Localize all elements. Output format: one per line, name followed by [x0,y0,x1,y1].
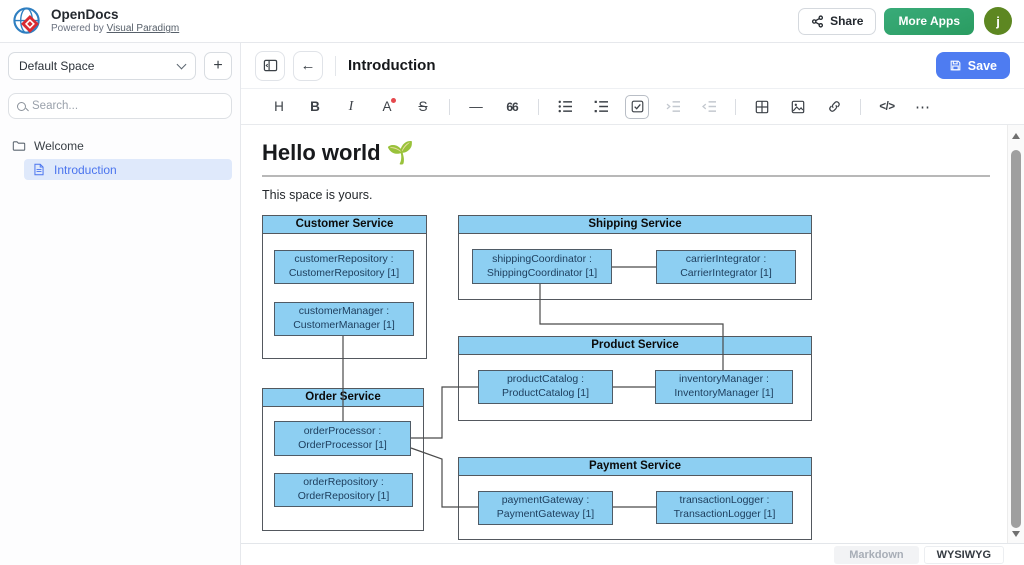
more-apps-button[interactable]: More Apps [884,8,974,35]
brand: OpenDocs Powered by Visual Paradigm [51,7,179,34]
component-customer-repository: customerRepository : CustomerRepository … [274,250,414,284]
tree-item-label: Welcome [34,139,84,153]
horizontal-rule-button[interactable]: — [464,95,488,119]
component-carrier-integrator: carrierIntegrator : CarrierIntegrator [1… [656,250,796,284]
scroll-down-icon[interactable] [1012,531,1020,537]
wysiwyg-mode-button[interactable]: WYSIWYG [924,546,1004,564]
space-selector-value: Default Space [19,59,178,73]
visual-paradigm-link[interactable]: Visual Paradigm [107,23,180,34]
back-button[interactable]: ← [293,51,323,81]
page-title: Introduction [348,57,435,74]
document-heading: Hello world 🌱 [262,140,1024,166]
document-header: ← Introduction Save [241,43,1024,89]
save-button[interactable]: Save [936,52,1010,79]
italic-button[interactable]: I [339,95,363,119]
scrollbar-thumb[interactable] [1011,150,1021,528]
scroll-up-icon[interactable] [1012,133,1020,139]
toolbar-divider [538,99,539,115]
panel-left-icon [263,58,278,73]
search-input[interactable] [32,100,223,112]
numbered-list-icon [594,100,609,113]
top-bar: OpenDocs Powered by Visual Paradigm Shar… [0,0,1024,43]
indent-icon [666,100,681,113]
space-selector[interactable]: Default Space [8,52,196,80]
page-tree: Welcome Introduction [8,135,232,180]
task-list-button[interactable] [625,95,649,119]
image-icon [791,100,805,114]
toolbar-divider [735,99,736,115]
component-customer-manager: customerManager : CustomerManager [1] [274,302,414,336]
text-color-button[interactable]: A [375,95,399,119]
tree-item-label: Introduction [54,163,117,177]
outdent-icon [702,100,717,113]
color-dot-icon [391,98,396,103]
document-paragraph: This space is yours. [262,188,1024,202]
app-title: OpenDocs [51,7,179,23]
toolbar-divider [860,99,861,115]
component-inventory-manager: inventoryManager : InventoryManager [1] [655,370,793,404]
table-icon [755,100,769,114]
search-icon [17,102,26,111]
bold-button[interactable]: B [303,95,327,119]
component-payment-gateway: paymentGateway : PaymentGateway [1] [478,491,613,525]
component-transaction-logger: transactionLogger : TransactionLogger [1… [656,491,793,524]
component-product-catalog: productCatalog : ProductCatalog [1] [478,370,613,404]
tree-item-welcome[interactable]: Welcome [8,135,232,157]
heading-button[interactable]: H [267,95,291,119]
search-box[interactable] [8,93,232,119]
back-arrow-icon: ← [301,57,316,74]
editor-mode-bar: Markdown WYSIWYG [241,543,1024,565]
document-icon [32,163,46,176]
user-avatar[interactable]: j [984,7,1012,35]
share-icon [811,15,824,28]
divider [335,56,336,76]
numbered-list-button[interactable] [589,95,613,119]
outdent-button[interactable] [697,95,721,119]
component-order-repository: orderRepository : OrderRepository [1] [274,473,413,507]
save-icon [949,59,962,72]
component-order-processor: orderProcessor : OrderProcessor [1] [274,421,411,456]
heading-divider [262,175,990,177]
chevron-down-icon [177,59,187,69]
add-space-button[interactable]: + [204,52,232,80]
powered-by: Powered by Visual Paradigm [51,23,179,35]
visual-paradigm-logo-icon [12,6,43,37]
more-options-button[interactable]: ⋯ [911,95,935,119]
image-button[interactable] [786,95,810,119]
markdown-mode-button[interactable]: Markdown [834,546,918,564]
strikethrough-button[interactable]: S [411,95,435,119]
seedling-emoji: 🌱 [387,140,414,165]
blockquote-button[interactable]: 66 [500,95,524,119]
code-button[interactable]: </> [875,95,899,119]
table-button[interactable] [750,95,774,119]
bullet-list-icon [558,100,573,113]
main-panel: ← Introduction Save H B I A S [241,43,1024,565]
checkbox-icon [631,100,644,113]
sidebar: Default Space + Welcome [0,43,241,565]
tree-item-introduction[interactable]: Introduction [24,159,232,180]
editor-toolbar: H B I A S — 66 [241,89,1024,125]
link-button[interactable] [822,95,846,119]
folder-icon [12,139,26,153]
vertical-scrollbar[interactable] [1007,125,1024,543]
component-shipping-coordinator: shippingCoordinator : ShippingCoordinato… [472,249,612,284]
indent-button[interactable] [661,95,685,119]
toolbar-divider [449,99,450,115]
editor-content[interactable]: Hello world 🌱 This space is yours. Custo… [241,125,1024,543]
component-diagram[interactable]: Customer Service Shipping Service Produc… [258,209,818,541]
share-button[interactable]: Share [798,8,876,35]
toggle-sidebar-button[interactable] [255,51,285,81]
link-icon [827,99,842,114]
bullet-list-button[interactable] [553,95,577,119]
